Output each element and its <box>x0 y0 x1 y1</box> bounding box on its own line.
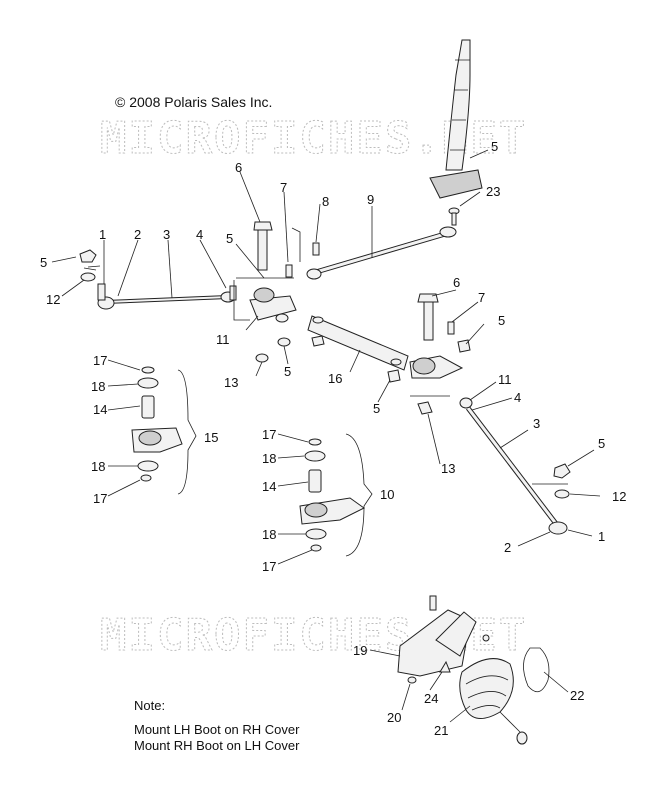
callout-18: 18 <box>91 379 105 394</box>
callout-5: 5 <box>598 436 605 451</box>
callout-7: 7 <box>280 180 287 195</box>
callout-labels: 1 2 3 4 5 12 6 7 8 9 5 23 5 11 13 5 16 6… <box>40 139 626 738</box>
callout-18: 18 <box>262 527 276 542</box>
callout-2: 2 <box>504 540 511 555</box>
right-bellcrank <box>409 293 471 415</box>
callout-8: 8 <box>322 194 329 209</box>
callout-17: 17 <box>93 353 107 368</box>
callout-9: 9 <box>367 192 374 207</box>
callout-19: 19 <box>353 643 367 658</box>
callout-24: 24 <box>424 691 438 706</box>
callout-12: 12 <box>46 292 60 307</box>
callout-18: 18 <box>262 451 276 466</box>
note-title: Note: <box>134 698 166 713</box>
callout-15: 15 <box>204 430 218 445</box>
callout-6: 6 <box>235 160 242 175</box>
callout-16: 16 <box>328 371 342 386</box>
note-line-2: Mount RH Boot on LH Cover <box>134 738 300 753</box>
callout-11: 11 <box>216 332 230 347</box>
callout-1: 1 <box>99 227 106 242</box>
callout-5: 5 <box>284 364 291 379</box>
callout-17: 17 <box>262 427 276 442</box>
callout-21: 21 <box>434 723 448 738</box>
callout-17: 17 <box>93 491 107 506</box>
callout-23: 23 <box>486 184 500 199</box>
callout-22: 22 <box>570 688 584 703</box>
callout-1: 1 <box>598 529 605 544</box>
callout-5: 5 <box>373 401 380 416</box>
left-tie-rod <box>79 249 237 310</box>
callout-18: 18 <box>91 459 105 474</box>
center-link <box>307 315 409 383</box>
callout-13: 13 <box>441 461 455 476</box>
right-tie-rod <box>459 397 571 535</box>
callout-14: 14 <box>262 479 276 494</box>
callout-5: 5 <box>498 313 505 328</box>
callout-14: 14 <box>93 402 107 417</box>
note-line-1: Mount LH Boot on RH Cover <box>134 722 300 737</box>
left-bellcrank <box>249 221 325 363</box>
drag-link <box>306 207 460 280</box>
steering-column <box>429 39 483 199</box>
callout-4: 4 <box>514 390 521 405</box>
callout-3: 3 <box>163 227 170 242</box>
callout-17: 17 <box>262 559 276 574</box>
callout-5: 5 <box>226 231 233 246</box>
callout-12: 12 <box>612 489 626 504</box>
callout-5: 5 <box>491 139 498 154</box>
callout-3: 3 <box>533 416 540 431</box>
callout-2: 2 <box>134 227 141 242</box>
boot-cover-assembly <box>397 595 550 745</box>
callout-6: 6 <box>453 275 460 290</box>
callout-4: 4 <box>196 227 203 242</box>
callout-10: 10 <box>380 487 394 502</box>
callout-7: 7 <box>478 290 485 305</box>
callout-5: 5 <box>40 255 47 270</box>
bellcrank-assembly-10 <box>299 433 373 557</box>
leader-lines <box>51 149 601 723</box>
callout-20: 20 <box>387 710 401 725</box>
copyright-text: © 2008 Polaris Sales Inc. <box>115 94 273 110</box>
callout-11: 11 <box>498 372 512 387</box>
callout-13: 13 <box>224 375 238 390</box>
bellcrank-assembly-15 <box>131 366 197 495</box>
